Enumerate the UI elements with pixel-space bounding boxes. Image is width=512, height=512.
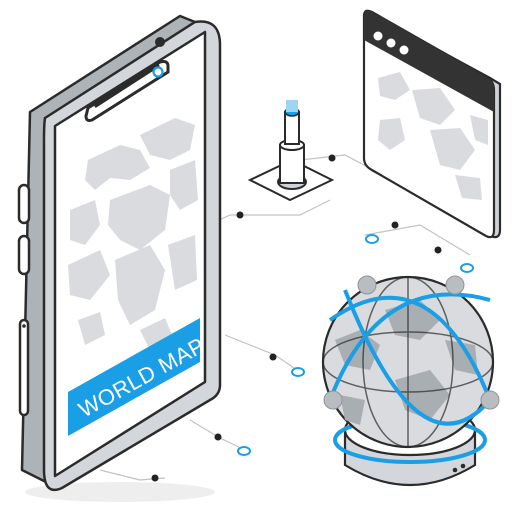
globe-icon [321,275,500,486]
usb-stick-icon [247,100,335,202]
browser-map-continents [378,72,488,200]
phone-map-continents [68,118,198,350]
browser-window-icon [362,9,502,239]
smartphone-icon: WORLD MAP [17,14,222,502]
